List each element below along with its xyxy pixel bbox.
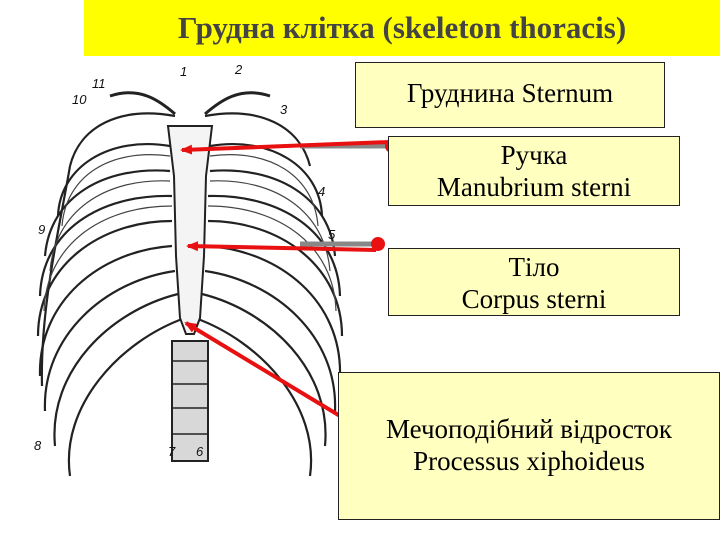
label-corpus-ua: Тіло xyxy=(508,252,560,282)
figure-number-4: 4 xyxy=(318,184,325,199)
figure-number-7: 7 xyxy=(168,444,176,459)
label-corpus-la: Corpus sterni xyxy=(461,284,607,314)
label-xiphoid-la: Processus xiphoideus xyxy=(413,446,645,476)
figure-number-3: 3 xyxy=(280,102,288,117)
label-manubrium-la: Manubrium sterni xyxy=(436,172,632,202)
figure-number-1: 1 xyxy=(180,64,187,79)
sternum-shape xyxy=(166,125,214,335)
arrow-manubrium xyxy=(180,140,391,155)
label-sternum: Груднина Sternum xyxy=(355,62,665,128)
arrow-xiphoid xyxy=(184,321,352,424)
figure-number-2: 2 xyxy=(234,62,243,77)
arrow-dot-corpus xyxy=(371,237,385,251)
vertebra-lines xyxy=(172,360,208,435)
rib-shading xyxy=(43,154,337,312)
label-manubrium: Ручка Manubrium sterni xyxy=(388,136,680,206)
label-sternum-text: Груднина Sternum xyxy=(406,78,614,108)
title-bar: Грудна клітка (skeleton thoracis) xyxy=(84,0,720,56)
label-xiphoid-ua: Мечоподібний відросток xyxy=(386,414,672,444)
figure-number-5: 5 xyxy=(328,227,336,242)
figure-number-9: 9 xyxy=(38,222,45,237)
figure-number-8: 8 xyxy=(34,438,42,453)
figure-number-6: 6 xyxy=(196,444,204,459)
label-xiphoid: Мечоподібний відросток Processus xiphoid… xyxy=(338,372,720,520)
figure-number-10: 10 xyxy=(72,92,87,107)
arrow-corpus xyxy=(186,241,377,252)
slide-title: Грудна клітка (skeleton thoracis) xyxy=(177,10,627,45)
label-corpus: Тіло Corpus sterni xyxy=(388,248,680,316)
figure-number-11: 11 xyxy=(92,76,106,91)
clavicle-shape xyxy=(109,91,271,116)
label-manubrium-ua: Ручка xyxy=(500,140,568,170)
